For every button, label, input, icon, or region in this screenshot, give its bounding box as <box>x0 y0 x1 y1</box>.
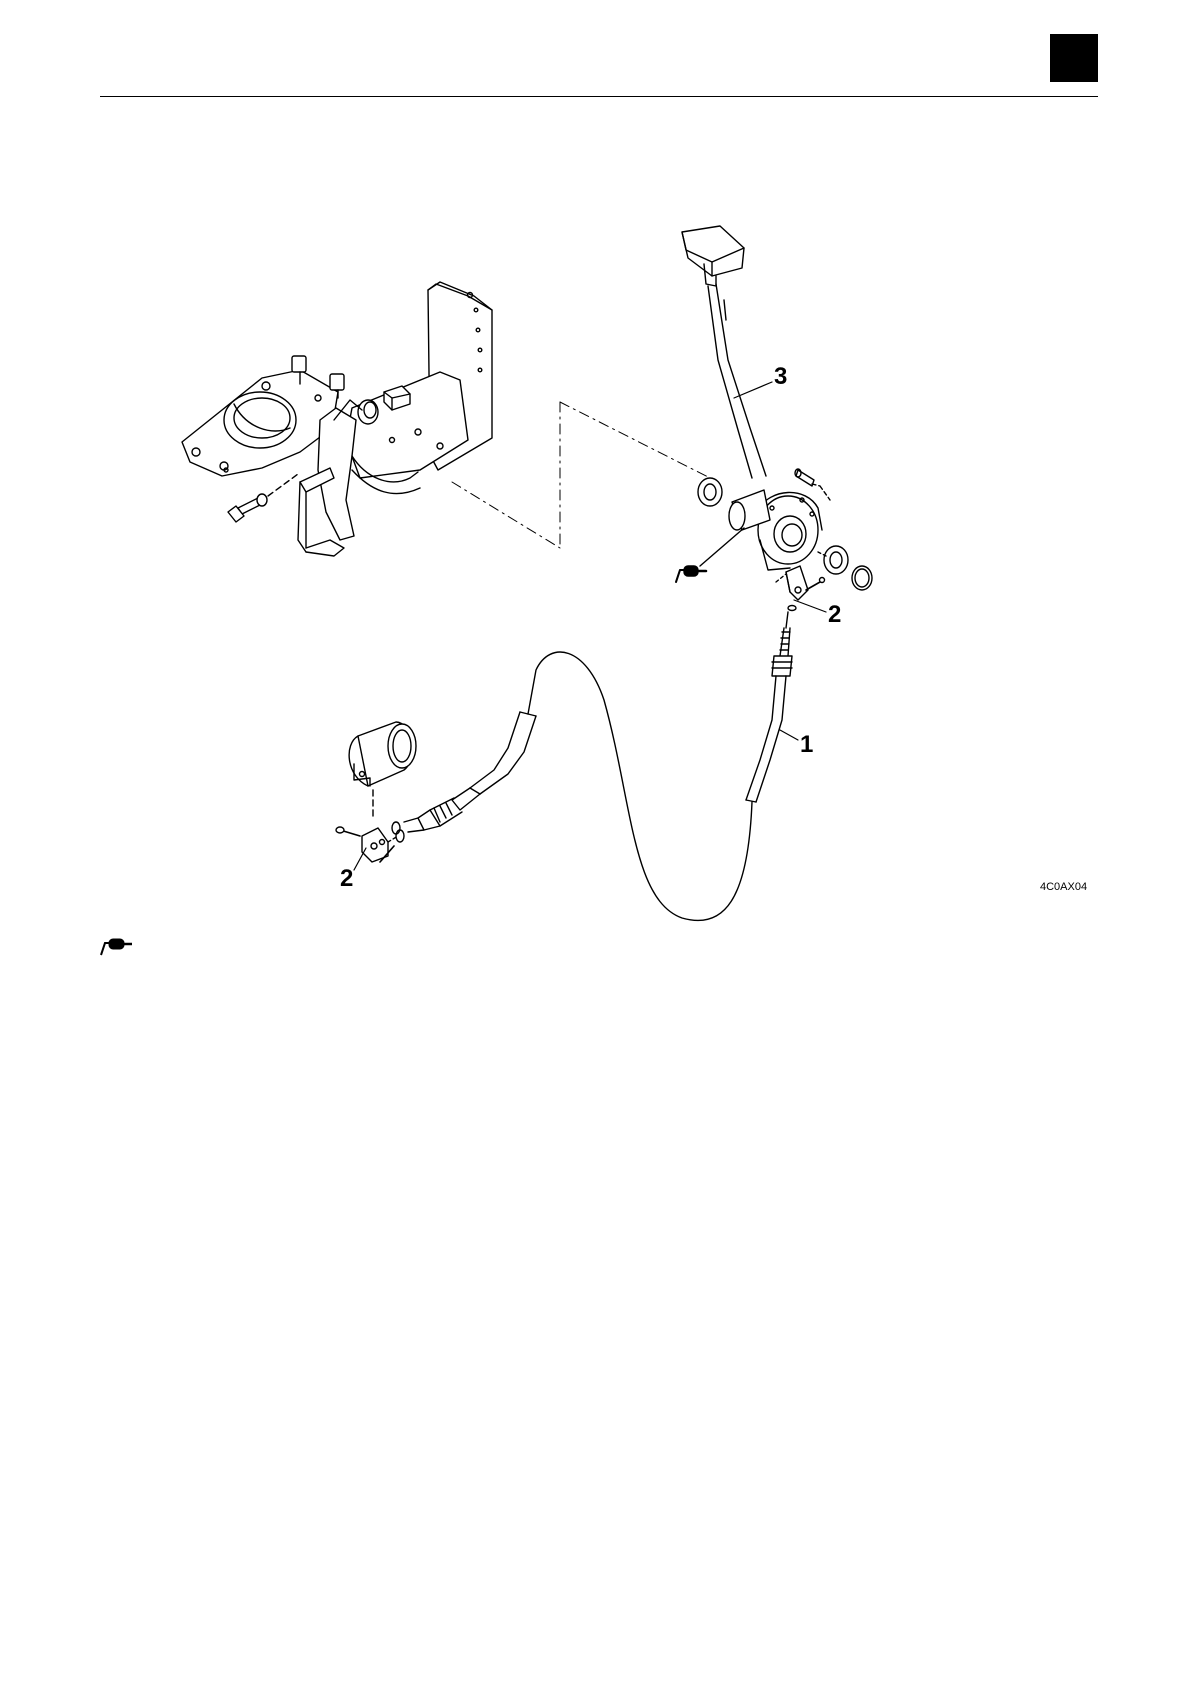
control-cable <box>392 612 792 921</box>
grease-gun-icon <box>100 937 134 957</box>
callout-2-upper: 2 <box>828 601 841 628</box>
exploded-parts-diagram: 3 2 1 2 4C0AX04 <box>0 0 1190 960</box>
figure-code: 4C0AX04 <box>1040 881 1087 893</box>
upper-clevis <box>776 566 825 611</box>
grease-gun-icon <box>676 566 706 582</box>
lower-sleeve-bracket <box>349 722 416 820</box>
callout-1: 1 <box>800 731 813 758</box>
callout-3: 3 <box>774 363 787 390</box>
pedal-bracket-assembly <box>182 282 492 556</box>
callout-2-lower: 2 <box>340 865 353 892</box>
